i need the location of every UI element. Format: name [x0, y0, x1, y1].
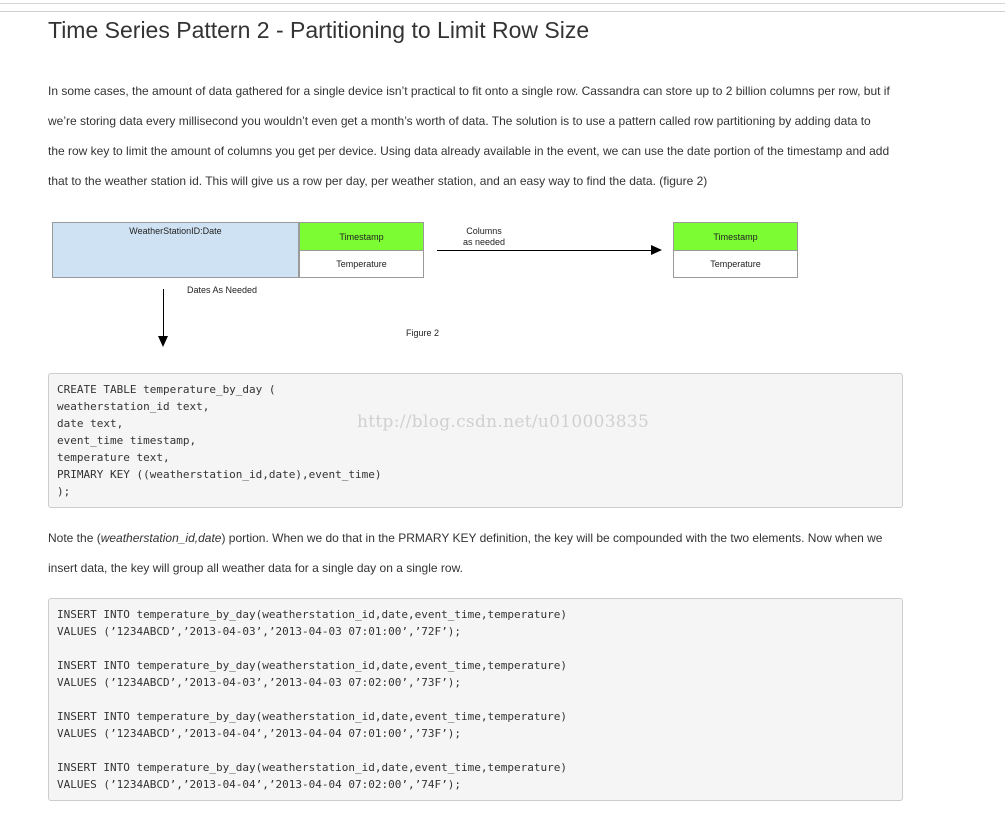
vertical-arrow-line — [163, 289, 164, 337]
columns-label-line: Columns — [466, 226, 502, 236]
horizontal-arrow-line — [437, 250, 653, 251]
header-divider — [0, 11, 1005, 12]
note-emphasis: weatherstation_id,date — [100, 531, 222, 545]
create-table-code-block: CREATE TABLE temperature_by_day ( weather… — [48, 373, 903, 508]
code-line: event_time timestamp, — [57, 434, 197, 447]
top-divider — [0, 3, 1005, 4]
code-line: INSERT INTO temperature_by_day(weatherst… — [57, 608, 567, 621]
code-blank-line — [57, 742, 894, 759]
dates-as-needed-label: Dates As Needed — [187, 285, 258, 295]
columns-as-needed-label: Columns as needed — [444, 226, 524, 248]
arrow-down-icon — [158, 336, 168, 347]
code-line: CREATE TABLE temperature_by_day ( — [57, 383, 276, 396]
column-value-temperature: Temperature — [299, 250, 424, 278]
code-line: VALUES (’1234ABCD’,’2013-04-04’,’2013-04… — [57, 778, 461, 791]
code-line: ); — [57, 485, 71, 498]
code-line: temperature text, — [57, 451, 170, 464]
intro-line: the row key to limit the amount of colum… — [48, 144, 890, 158]
intro-line: that to the weather station id. This wil… — [48, 174, 708, 188]
column-header-timestamp-2: Timestamp — [673, 222, 798, 251]
note-text: Note the ( — [48, 531, 101, 545]
watermark-text: http://blog.csdn.net/u010003835 — [357, 412, 650, 432]
insert-code-block: INSERT INTO temperature_by_day(weatherst… — [48, 598, 903, 801]
code-line: PRIMARY KEY ((weatherstation_id,date),ev… — [57, 468, 382, 481]
code-line: weatherstation_id text, — [57, 400, 210, 413]
arrow-right-icon — [651, 245, 662, 255]
column-header-timestamp: Timestamp — [299, 222, 424, 251]
note-text: ) portion. When we do that in the PRMARY… — [221, 531, 883, 545]
code-line: INSERT INTO temperature_by_day(weatherst… — [57, 659, 567, 672]
note-paragraph: Note the (weatherstation_id,date) portio… — [48, 523, 913, 583]
figure-caption: Figure 2 — [406, 328, 440, 338]
code-line: VALUES (’1234ABCD’,’2013-04-03’,’2013-04… — [57, 676, 461, 689]
code-line: VALUES (’1234ABCD’,’2013-04-04’,’2013-04… — [57, 727, 461, 740]
columns-label-line: as needed — [462, 237, 506, 247]
code-line: INSERT INTO temperature_by_day(weatherst… — [57, 761, 567, 774]
row-key-box — [52, 222, 299, 278]
note-line: Note the (weatherstation_id,date) portio… — [48, 523, 913, 553]
intro-paragraph: In some cases, the amount of data gather… — [48, 76, 913, 196]
code-line: date text, — [57, 417, 124, 430]
intro-line: In some cases, the amount of data gather… — [48, 84, 890, 98]
page-title: Time Series Pattern 2 - Partitioning to … — [48, 17, 590, 43]
code-blank-line — [57, 640, 894, 657]
code-line: INSERT INTO temperature_by_day(weatherst… — [57, 710, 567, 723]
note-line: insert data, the key will group all weat… — [48, 561, 463, 575]
code-line: VALUES (’1234ABCD’,’2013-04-03’,’2013-04… — [57, 625, 461, 638]
column-value-temperature-2: Temperature — [673, 250, 798, 278]
code-blank-line — [57, 691, 894, 708]
intro-line: we’re storing data every millisecond you… — [48, 114, 871, 128]
row-key-label: WeatherStationID:Date — [129, 226, 222, 236]
figure-2-diagram: WeatherStationID:Date Timestamp Temperat… — [0, 0, 1005, 360]
